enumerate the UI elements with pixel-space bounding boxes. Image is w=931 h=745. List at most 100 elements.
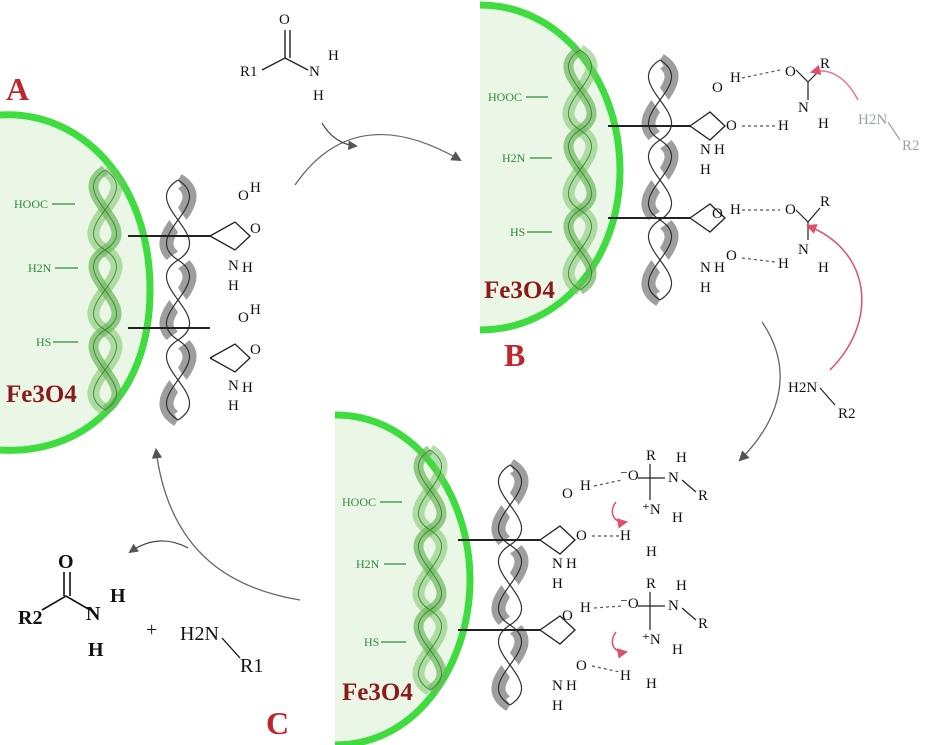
- svg-text:H2N: H2N: [858, 112, 887, 128]
- reagent-amide-top: O R1 N H H: [240, 12, 339, 104]
- svg-text:H: H: [580, 600, 591, 616]
- svg-text:R: R: [698, 616, 708, 632]
- plus-sign: +: [146, 619, 157, 641]
- intermediate-c-bottom: O H O N H H ⁻O R N R H ⁺N H H H: [539, 576, 708, 714]
- svg-text:R: R: [820, 56, 830, 72]
- fe3o4-label-a: Fe3O4: [6, 381, 77, 408]
- svg-text:H: H: [818, 116, 829, 132]
- svg-text:H: H: [672, 510, 683, 526]
- nanoparticle-shell-b: [479, 1, 624, 334]
- hooc-label-a: HOOC: [14, 197, 48, 211]
- svg-text:⁺N: ⁺N: [642, 632, 661, 648]
- svg-text:H: H: [730, 70, 741, 86]
- svg-text:H: H: [714, 142, 725, 158]
- svg-text:N: N: [700, 260, 711, 276]
- nanoparticle-shell-a: [0, 111, 154, 454]
- svg-text:⁻O: ⁻O: [620, 596, 639, 612]
- svg-text:H: H: [552, 698, 563, 714]
- amino-acid-a-top: O H O N H H: [209, 180, 261, 294]
- svg-text:N: N: [552, 556, 563, 572]
- panel-a: HOOC H2N HS O H O N H H O H O N H H A Fe…: [0, 71, 261, 454]
- panel-label-c: C: [266, 705, 289, 741]
- svg-text:H: H: [700, 162, 711, 178]
- bound-complex-b-top: O H O N H H H O R N H: [689, 56, 830, 178]
- svg-text:R2: R2: [838, 406, 856, 422]
- svg-text:O: O: [576, 658, 587, 674]
- svg-text:H: H: [313, 88, 324, 104]
- svg-text:H: H: [672, 642, 683, 658]
- amino-acid-a-bottom: O H O N H H: [209, 302, 261, 414]
- svg-text:H: H: [730, 202, 741, 218]
- svg-text:N: N: [552, 678, 563, 694]
- svg-text:O: O: [576, 528, 587, 544]
- svg-text:O: O: [726, 118, 737, 134]
- svg-text:N: N: [700, 142, 711, 158]
- product-amine: H2N R1: [180, 623, 263, 677]
- svg-text:R: R: [820, 194, 830, 210]
- svg-text:H: H: [228, 278, 239, 294]
- svg-text:O: O: [250, 221, 261, 237]
- amine-attack-arrow: [806, 224, 863, 371]
- svg-text:H: H: [778, 256, 789, 272]
- svg-text:N: N: [228, 378, 239, 394]
- svg-text:H2N: H2N: [180, 623, 219, 645]
- svg-text:H: H: [676, 450, 687, 466]
- svg-text:N: N: [798, 100, 809, 116]
- svg-text:⁺N: ⁺N: [642, 502, 661, 518]
- svg-text:O: O: [238, 188, 249, 204]
- svg-text:H: H: [110, 585, 126, 607]
- arrow-c-to-a: [151, 447, 301, 601]
- svg-text:N: N: [798, 242, 809, 258]
- svg-text:H: H: [250, 302, 261, 318]
- svg-text:H: H: [566, 678, 577, 694]
- svg-text:O: O: [562, 486, 573, 502]
- panel-label-a: A: [6, 71, 29, 107]
- h2n-label-c: H2N: [356, 557, 380, 571]
- svg-text:R: R: [646, 448, 656, 464]
- svg-text:⁻O: ⁻O: [620, 468, 639, 484]
- svg-text:H: H: [646, 544, 657, 560]
- svg-text:H2N: H2N: [788, 380, 817, 396]
- svg-text:N: N: [668, 598, 679, 614]
- fe3o4-label-c: Fe3O4: [342, 679, 413, 706]
- intermediate-c-top: O H O N H H ⁻O R N R H ⁺N H H H: [539, 448, 708, 592]
- svg-text:R2: R2: [18, 607, 42, 629]
- svg-text:O: O: [58, 551, 74, 573]
- svg-text:O: O: [238, 310, 249, 326]
- arrow-b-to-c: [738, 321, 781, 462]
- svg-text:R1: R1: [240, 64, 258, 80]
- panel-b: HOOC H2N HS O H O N H H H O R N H: [479, 1, 830, 373]
- svg-text:O: O: [726, 248, 737, 264]
- faded-attack-arrow: [809, 64, 859, 101]
- svg-text:H: H: [250, 180, 261, 196]
- svg-text:N: N: [309, 64, 320, 80]
- svg-text:H: H: [242, 260, 253, 276]
- svg-text:H: H: [580, 478, 591, 494]
- hs-label-b: HS: [510, 225, 525, 239]
- svg-text:H: H: [714, 260, 725, 276]
- svg-text:R: R: [646, 576, 656, 592]
- svg-text:H: H: [88, 639, 104, 661]
- svg-text:O: O: [279, 12, 290, 28]
- svg-text:O: O: [785, 202, 796, 218]
- svg-text:H: H: [676, 578, 687, 594]
- h2n-label-a: H2N: [28, 261, 52, 275]
- svg-text:H: H: [328, 48, 339, 64]
- amine-approach-faded: H2N R2: [809, 64, 920, 154]
- svg-text:O: O: [785, 64, 796, 80]
- svg-text:H: H: [552, 576, 563, 592]
- dna-helix-b: [648, 60, 671, 300]
- dna-helix-a: [166, 180, 189, 420]
- svg-text:O: O: [712, 206, 723, 222]
- h2n-label-b: H2N: [502, 151, 526, 165]
- svg-text:O: O: [250, 342, 261, 358]
- svg-text:H: H: [646, 676, 657, 692]
- amine-approach: H2N R2: [788, 224, 863, 422]
- svg-text:H: H: [818, 260, 829, 276]
- svg-text:H: H: [620, 528, 631, 544]
- hooc-label-c: HOOC: [342, 495, 376, 509]
- product-amide: O R2 N H H: [18, 551, 126, 661]
- svg-text:N: N: [86, 603, 101, 625]
- svg-text:R: R: [698, 488, 708, 504]
